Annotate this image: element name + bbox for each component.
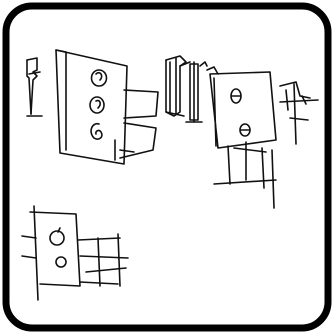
rounded-frame-icon [6,6,328,328]
